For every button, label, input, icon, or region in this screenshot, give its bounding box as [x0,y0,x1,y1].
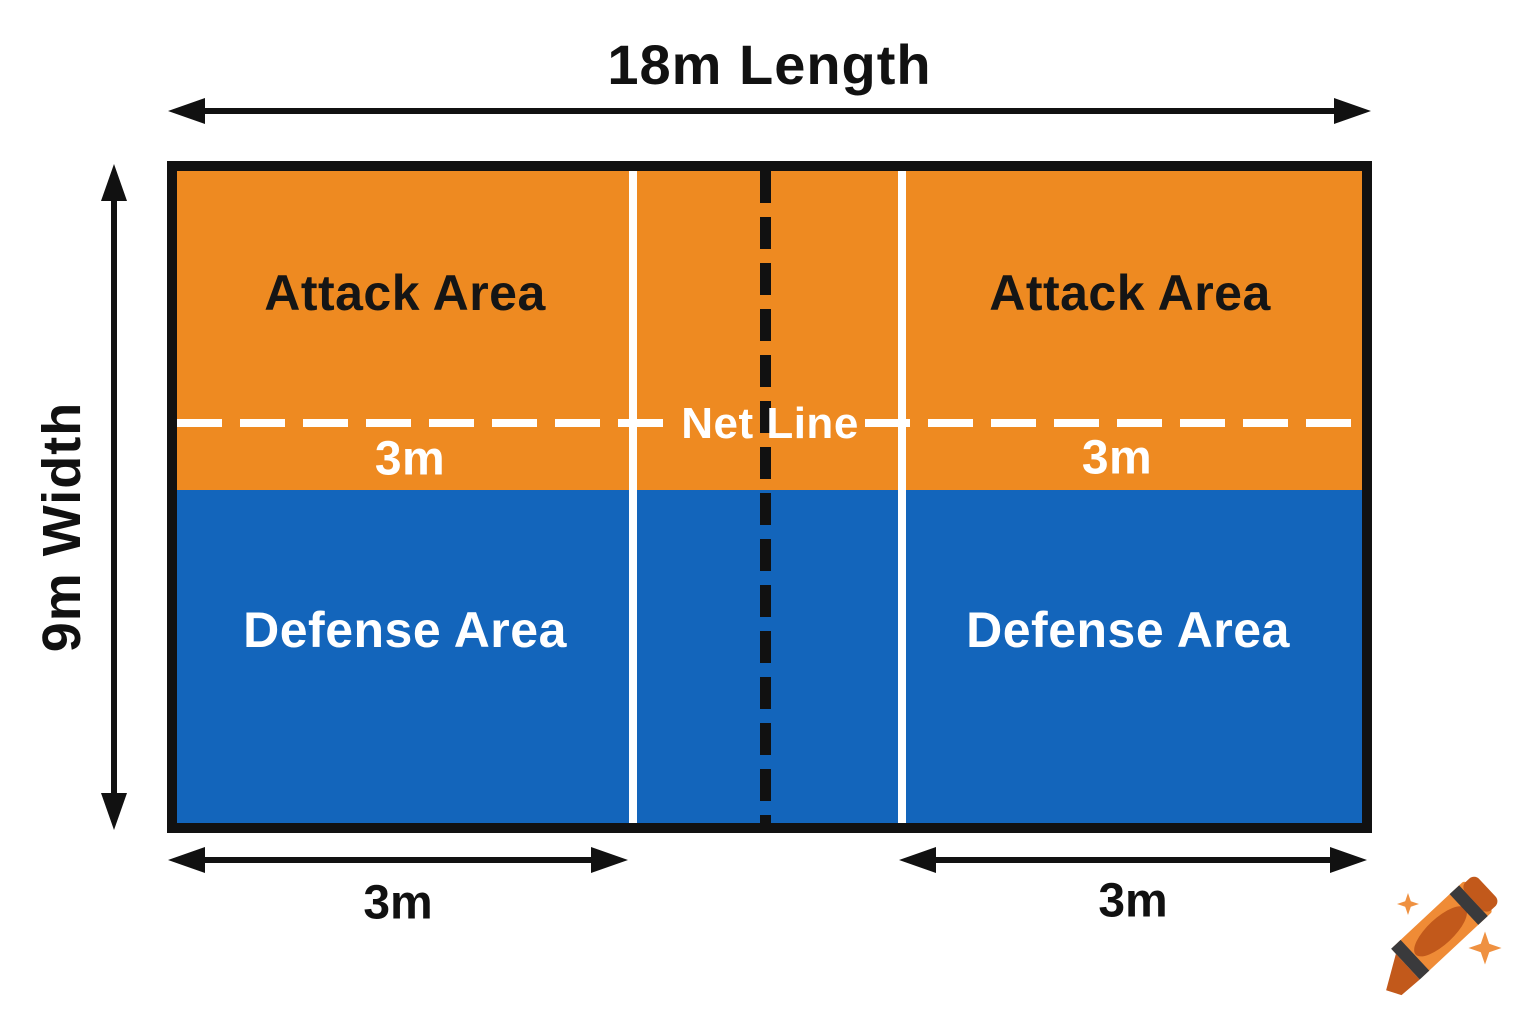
attack-line-left [177,419,672,427]
width-dimension-label: 9m Width [32,401,92,653]
crayon-icon [1386,876,1502,996]
attack-area-label-left: Attack Area [264,265,546,321]
bottom-right-dimension-label: 3m [1098,874,1168,928]
right-court-line [898,171,906,823]
net-line-label: Net Line [681,399,859,448]
court: Attack Area Attack Area 3m 3m Net Line D… [167,161,1372,833]
bottom-left-dimension-label: 3m [363,876,433,930]
defense-area-label-left: Defense Area [243,602,567,658]
bottom-left-arrow-icon [168,847,628,873]
attack-depth-label-left: 3m [374,432,446,486]
attack-area-label-right: Attack Area [989,265,1271,321]
attack-line-right [865,419,1362,427]
defense-area-label-right: Defense Area [966,602,1290,658]
attack-depth-label-right: 3m [1081,431,1153,485]
length-dimension-label: 18m Length [607,33,932,96]
length-arrow-icon [168,98,1371,124]
left-court-line [629,171,637,823]
net-center-line [760,171,771,823]
width-arrow-icon [101,164,127,830]
bottom-right-arrow-icon [899,847,1367,873]
